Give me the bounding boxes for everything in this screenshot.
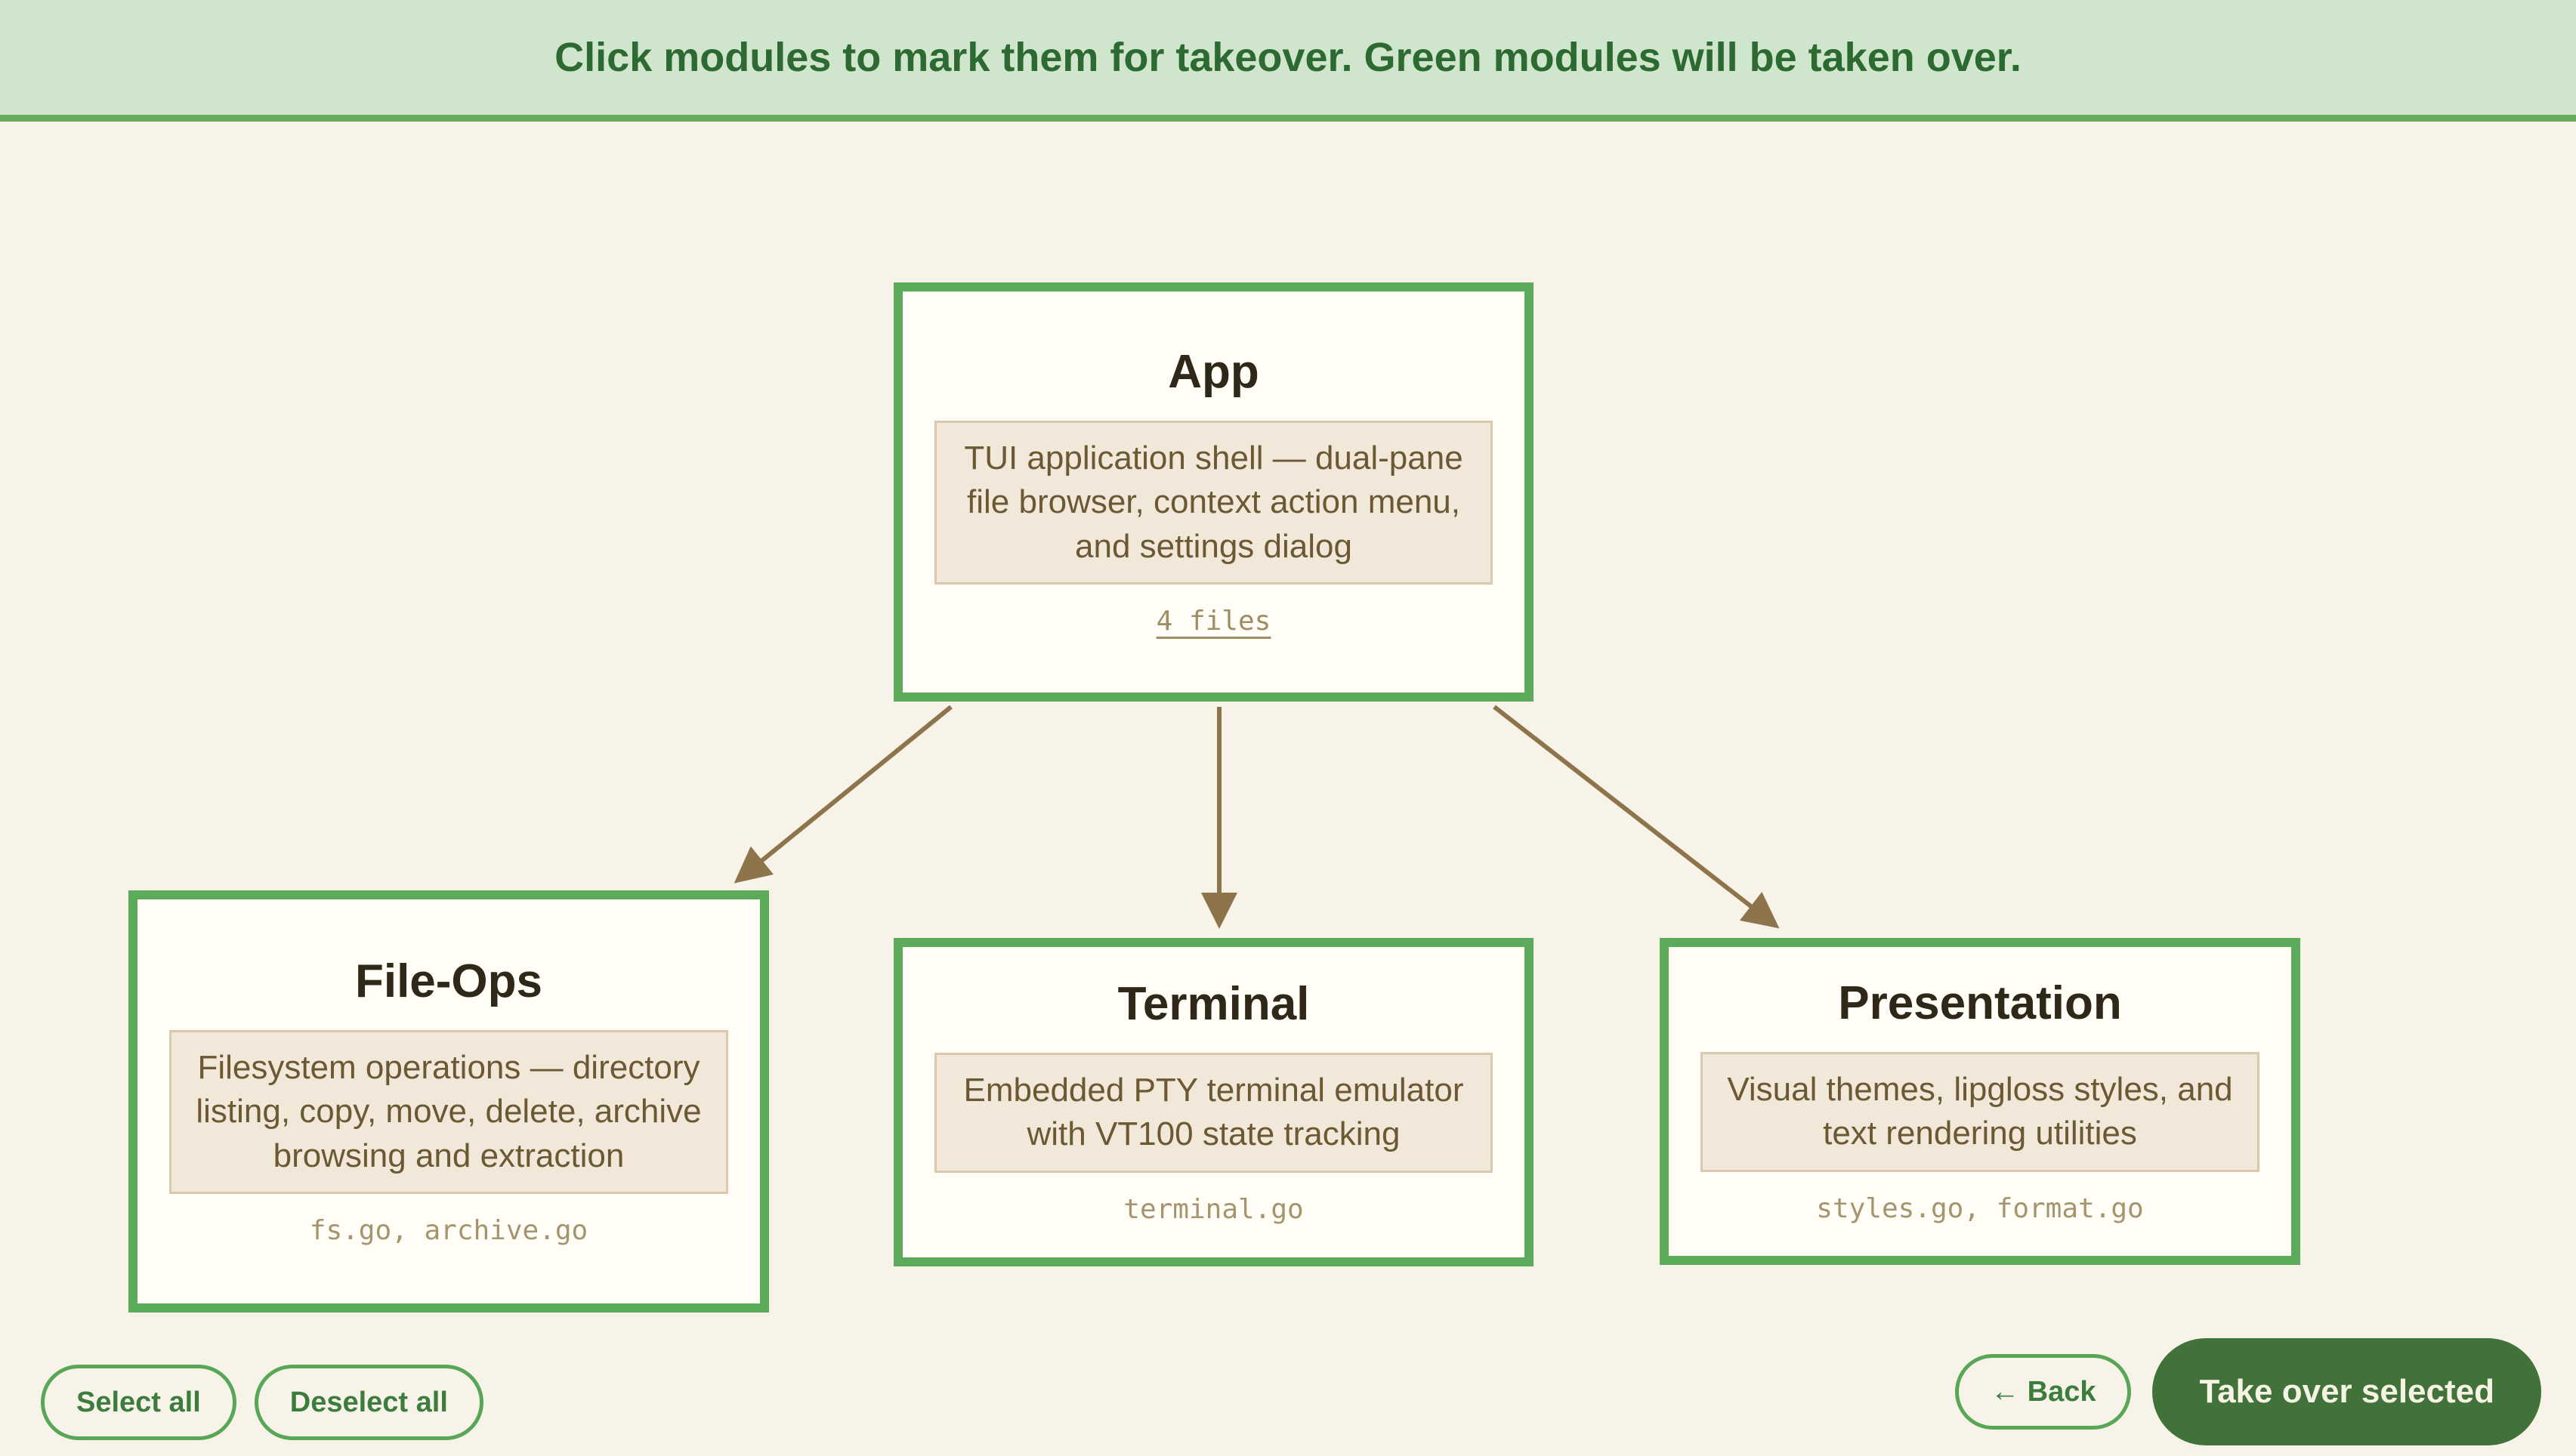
- module-files-list: terminal.go: [1123, 1193, 1304, 1225]
- module-title: App: [1168, 346, 1259, 399]
- module-title: File-Ops: [354, 955, 543, 1008]
- arrow-app-to-file-ops: [734, 705, 953, 884]
- module-card-terminal[interactable]: Terminal Embedded PTY terminal emulator …: [894, 938, 1534, 1266]
- module-description: Embedded PTY terminal emulator with VT10…: [934, 1052, 1493, 1173]
- module-title: Terminal: [1117, 978, 1310, 1031]
- instruction-banner: Click modules to mark them for takeover.…: [0, 0, 2576, 122]
- back-button[interactable]: ← Back: [1955, 1354, 2132, 1430]
- navigation-actions: ← Back Take over selected: [1955, 1338, 2541, 1445]
- module-card-app[interactable]: App TUI application shell — dual-pane fi…: [894, 282, 1534, 702]
- module-files-link[interactable]: 4 files: [1156, 606, 1271, 637]
- module-files-list: fs.go, archive.go: [309, 1215, 588, 1247]
- arrow-app-to-presentation: [1493, 705, 1780, 929]
- instruction-text: Click modules to mark them for takeover.…: [554, 35, 2022, 80]
- take-over-selected-button[interactable]: Take over selected: [2152, 1338, 2541, 1445]
- deselect-all-button[interactable]: Deselect all: [254, 1365, 483, 1440]
- module-card-presentation[interactable]: Presentation Visual themes, lipgloss sty…: [1660, 938, 2300, 1265]
- module-description: Filesystem operations — directory listin…: [169, 1029, 728, 1195]
- module-description: Visual themes, lipgloss styles, and text…: [1700, 1051, 2259, 1172]
- selection-actions: Select all Deselect all: [41, 1365, 483, 1440]
- module-card-file-ops[interactable]: File-Ops Filesystem operations — directo…: [128, 890, 769, 1313]
- module-title: Presentation: [1838, 977, 2122, 1030]
- module-description: TUI application shell — dual-pane file b…: [934, 420, 1493, 585]
- module-files-list: styles.go, format.go: [1816, 1192, 2144, 1224]
- select-all-button[interactable]: Select all: [41, 1365, 236, 1440]
